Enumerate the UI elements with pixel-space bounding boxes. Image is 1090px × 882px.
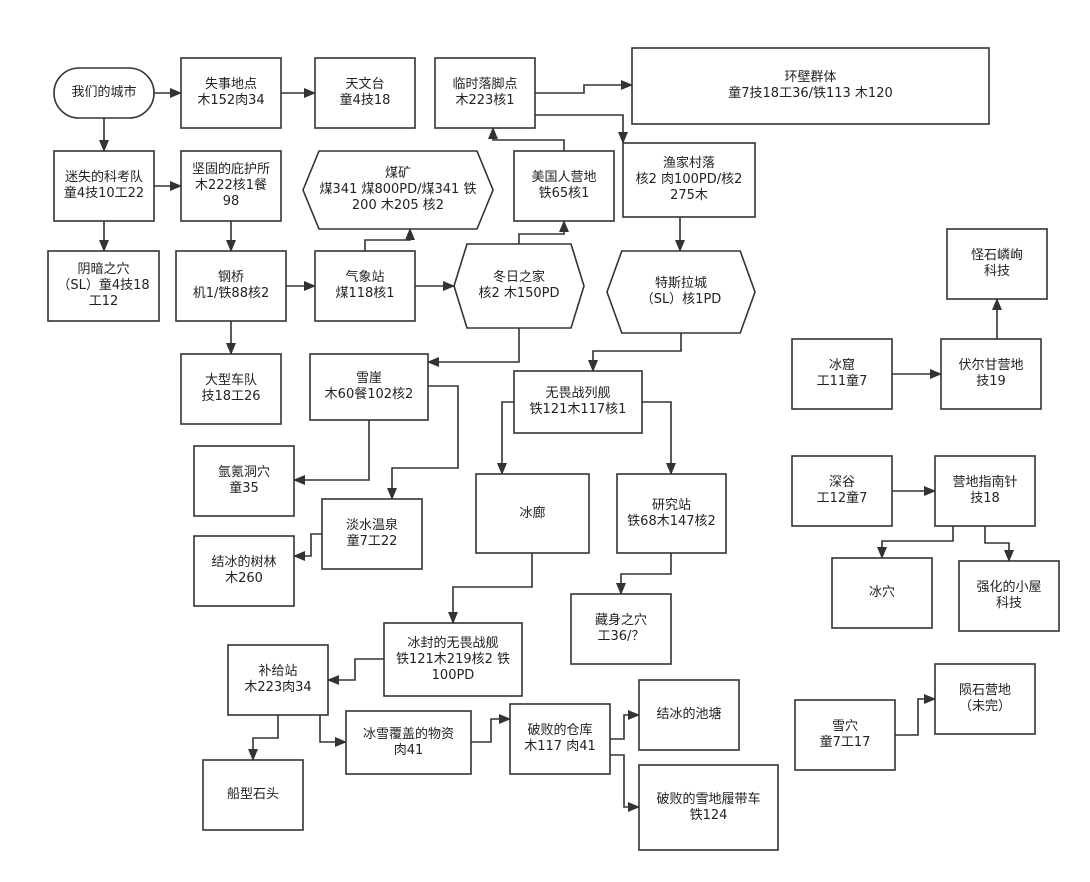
edges <box>99 80 1014 812</box>
node-foothold <box>434 57 536 129</box>
node-warehouse <box>509 703 611 775</box>
node-snowpit <box>794 699 896 771</box>
node-ring <box>631 47 990 125</box>
node-coal <box>302 150 494 230</box>
edge-tesla-to-dread <box>588 333 682 372</box>
edge-supply-to-stone <box>248 715 279 761</box>
edge-compass-to-hut <box>984 526 1014 562</box>
node-crash <box>180 57 282 129</box>
edge-supply-to-snowcache <box>319 715 347 747</box>
node-compass <box>934 455 1036 527</box>
node-vulcan <box>940 338 1042 410</box>
edge-snowpit-to-meteorcamp <box>895 694 936 736</box>
edge-dread-to-corridor <box>497 401 514 475</box>
node-stone <box>202 759 304 831</box>
node-icecave <box>791 338 893 410</box>
node-corridor <box>475 473 590 554</box>
node-forest <box>193 535 295 607</box>
edge-winter-to-cliff <box>427 328 520 367</box>
node-frozenship <box>383 622 523 697</box>
edge-winter-to-american <box>518 220 569 244</box>
edge-cliff-to-argon <box>293 420 370 485</box>
edge-frozenship-to-supply <box>327 658 384 685</box>
edge-spring-to-forest <box>293 533 322 561</box>
node-spring <box>321 498 423 570</box>
edge-cliff-to-spring <box>387 385 459 500</box>
node-canyon <box>791 455 893 527</box>
node-shelter <box>180 150 282 222</box>
node-weather <box>314 250 416 322</box>
edge-compass-to-icehole <box>877 526 954 559</box>
nodes <box>47 47 1060 851</box>
edge-foothold-to-ring <box>535 80 633 94</box>
node-lost <box>53 150 155 222</box>
node-supply <box>227 644 329 716</box>
edge-dread-to-research <box>642 401 676 475</box>
node-crawler <box>638 764 779 851</box>
node-fishing <box>622 142 756 218</box>
edge-warehouse-to-pond <box>610 710 640 740</box>
edge-corridor-to-frozenship <box>448 553 533 624</box>
node-argon <box>193 445 295 517</box>
node-meteor <box>946 228 1048 300</box>
node-pond <box>638 679 740 751</box>
node-research <box>616 473 727 554</box>
edge-weather-to-coal <box>364 228 415 251</box>
node-convoy <box>180 353 282 425</box>
edge-american-to-foothold <box>488 127 565 151</box>
node-bridge <box>175 250 287 322</box>
node-hut <box>958 560 1060 632</box>
node-dread <box>513 370 643 434</box>
node-cliff <box>309 353 429 421</box>
node-snowcache <box>345 710 472 775</box>
node-meteorcamp <box>934 663 1036 735</box>
node-american <box>513 150 615 222</box>
node-dark <box>47 250 160 322</box>
edge-warehouse-to-crawler <box>610 754 640 812</box>
edge-research-to-hideout <box>616 553 672 595</box>
node-observ <box>314 57 416 129</box>
edge-snowcache-to-warehouse <box>471 714 511 743</box>
node-icehole <box>831 557 933 629</box>
node-winter <box>453 243 585 329</box>
edge-foothold-to-fishing <box>535 114 628 144</box>
node-city <box>53 67 155 119</box>
node-tesla <box>606 250 756 334</box>
node-hideout <box>570 593 672 665</box>
